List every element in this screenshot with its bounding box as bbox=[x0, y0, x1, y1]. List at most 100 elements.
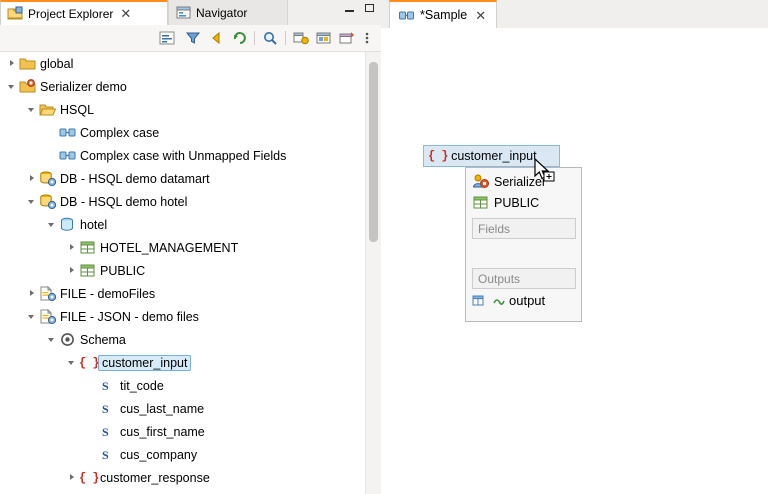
svg-text:S: S bbox=[102, 448, 109, 462]
chevron-down-icon[interactable] bbox=[26, 195, 39, 208]
chevron-down-icon[interactable] bbox=[26, 103, 39, 116]
chevron-right-icon[interactable] bbox=[66, 471, 79, 484]
tree-item-label: global bbox=[40, 56, 74, 71]
serializer-icon bbox=[472, 173, 489, 190]
output-name-label: output bbox=[509, 293, 546, 308]
chevron-right-icon[interactable] bbox=[6, 57, 19, 70]
tree-item-hotel-management[interactable]: HOTEL_MANAGEMENT bbox=[0, 236, 375, 259]
tree-item-label: HSQL bbox=[60, 102, 95, 117]
tree-item-hsql[interactable]: HSQL bbox=[0, 98, 375, 121]
tree-item-label: FILE - JSON - demo files bbox=[60, 309, 199, 324]
navigator-icon bbox=[175, 4, 192, 21]
search-icon[interactable] bbox=[261, 29, 279, 47]
tree-spacer bbox=[46, 126, 59, 139]
mapping-icon bbox=[398, 7, 415, 24]
tree-item-file-json-demo-files[interactable]: FILE - JSON - demo files bbox=[0, 305, 375, 328]
refresh-icon[interactable] bbox=[231, 29, 249, 47]
filter-icon[interactable] bbox=[184, 29, 202, 47]
drag-ghost-label: customer_input bbox=[451, 149, 537, 163]
tree-item-complex-case-with-unmapped-fields[interactable]: Complex case with Unmapped Fields bbox=[0, 144, 375, 167]
chevron-down-icon[interactable] bbox=[46, 333, 59, 346]
maximize-icon[interactable] bbox=[364, 3, 375, 14]
left-toolbar bbox=[0, 25, 381, 52]
chevron-right-icon[interactable] bbox=[66, 241, 79, 254]
outputs-label: Outputs bbox=[478, 271, 521, 286]
tree-item-label: customer_response bbox=[100, 470, 210, 485]
tree-item-file-demofiles[interactable]: FILE - demoFiles bbox=[0, 282, 375, 305]
tree-item-label: DB - HSQL demo datamart bbox=[60, 171, 210, 186]
mapping-icon bbox=[59, 147, 76, 164]
back-icon[interactable] bbox=[208, 29, 226, 47]
toolbar-separator bbox=[285, 31, 286, 45]
tree-item-public[interactable]: PUBLIC bbox=[0, 259, 375, 282]
import-icon[interactable] bbox=[338, 29, 356, 47]
chevron-right-icon[interactable] bbox=[26, 172, 39, 185]
chevron-right-icon[interactable] bbox=[66, 264, 79, 277]
perspective-icon[interactable] bbox=[315, 29, 333, 47]
svg-text:S: S bbox=[102, 425, 109, 439]
close-icon[interactable]: ✕ bbox=[475, 7, 487, 23]
json-object-icon: { } bbox=[79, 355, 100, 370]
string-field-icon: S bbox=[99, 377, 116, 394]
tree-scrollbar-thumb[interactable] bbox=[369, 62, 378, 242]
tree-item-label: hotel bbox=[80, 217, 108, 232]
output-row[interactable]: output bbox=[472, 292, 545, 309]
schema-node-icon bbox=[59, 331, 76, 348]
view-menu-icon[interactable] bbox=[363, 29, 371, 47]
close-icon[interactable]: ✕ bbox=[120, 6, 132, 21]
tree-spacer bbox=[46, 149, 59, 162]
panel-window-buttons bbox=[344, 3, 375, 14]
tree-item-hotel[interactable]: hotel bbox=[0, 213, 375, 236]
tree-scrollbar[interactable] bbox=[365, 52, 381, 494]
catalog-icon bbox=[59, 216, 76, 233]
tab-navigator[interactable]: Navigator bbox=[168, 0, 288, 25]
string-field-icon: S bbox=[99, 423, 116, 440]
tree-item-label: cus_last_name bbox=[120, 401, 205, 416]
tab-sample[interactable]: *Sample ✕ bbox=[389, 0, 497, 28]
serializer-node[interactable]: Serializer PUBLIC Fields bbox=[465, 167, 582, 322]
table-icon bbox=[472, 194, 489, 211]
schema-table-icon bbox=[79, 262, 96, 279]
tree-item-label: Complex case with Unmapped Fields bbox=[80, 148, 287, 163]
tree-item-label: Serializer demo bbox=[40, 79, 127, 94]
tree-item-complex-case[interactable]: Complex case bbox=[0, 121, 375, 144]
tree-item-label: DB - HSQL demo hotel bbox=[60, 194, 188, 209]
project-explorer-icon bbox=[7, 5, 24, 22]
tree-item-label: FILE - demoFiles bbox=[60, 286, 156, 301]
tree-item-schema[interactable]: Schema bbox=[0, 328, 375, 351]
collapse-all-icon[interactable] bbox=[158, 29, 176, 47]
chevron-down-icon[interactable] bbox=[66, 356, 79, 369]
fields-input[interactable]: Fields bbox=[472, 218, 576, 239]
tab-project-explorer-label: Project Explorer bbox=[28, 6, 114, 21]
mapping-canvas[interactable]: Serializer PUBLIC Fields bbox=[381, 28, 768, 494]
tree-item-label: tit_code bbox=[120, 378, 164, 393]
chevron-down-icon[interactable] bbox=[46, 218, 59, 231]
chevron-right-icon[interactable] bbox=[26, 287, 39, 300]
tree-item-serializer-demo[interactable]: Serializer demo bbox=[0, 75, 375, 98]
right-panel: *Sample ✕ Serializer bbox=[381, 0, 768, 494]
string-field-icon: S bbox=[99, 446, 116, 463]
tree-spacer bbox=[86, 448, 99, 461]
chevron-down-icon[interactable] bbox=[6, 80, 19, 93]
chevron-down-icon[interactable] bbox=[26, 310, 39, 323]
file-conn-icon bbox=[39, 308, 56, 325]
link-editor-icon[interactable] bbox=[292, 29, 310, 47]
svg-text:S: S bbox=[102, 379, 109, 393]
left-panel: Project Explorer ✕ Navigator bbox=[0, 0, 381, 494]
database-conn-icon bbox=[39, 170, 56, 187]
tree-item-customer-input[interactable]: { }customer_input bbox=[0, 351, 375, 374]
folder-icon bbox=[19, 55, 36, 72]
tree-item-customer-response[interactable]: { }customer_response bbox=[0, 466, 375, 489]
tree-item-db-hsql-demo-hotel[interactable]: DB - HSQL demo hotel bbox=[0, 190, 375, 213]
tree-item-label: cus_first_name bbox=[120, 424, 205, 439]
tab-project-explorer[interactable]: Project Explorer ✕ bbox=[0, 0, 168, 25]
tree-item-db-hsql-demo-datamart[interactable]: DB - HSQL demo datamart bbox=[0, 167, 375, 190]
minimize-icon[interactable] bbox=[344, 3, 355, 14]
drag-ghost-item: { } customer_input bbox=[423, 145, 560, 167]
tree-item-global[interactable]: global bbox=[0, 52, 375, 75]
